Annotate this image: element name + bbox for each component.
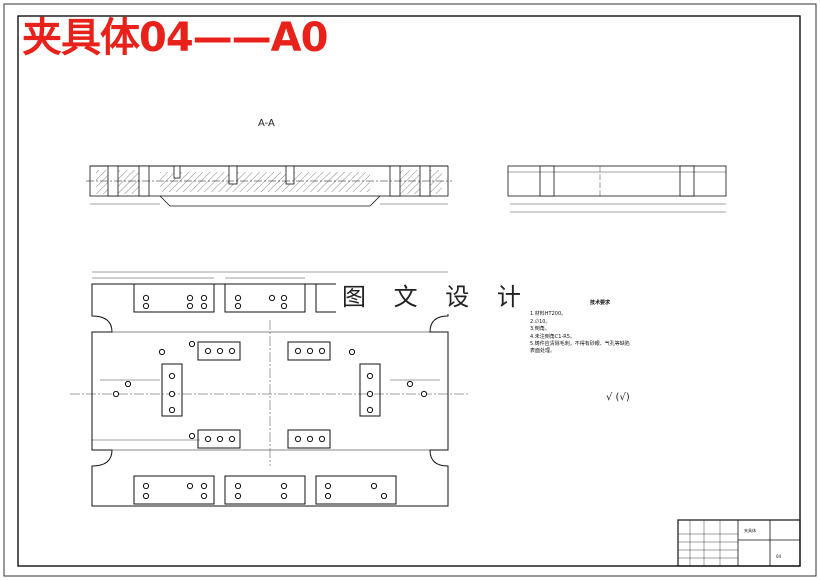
note-item: 2.∅10。 xyxy=(530,318,551,325)
bolt-hole xyxy=(318,435,326,443)
bolt-holes xyxy=(112,294,428,500)
bolt-hole xyxy=(280,492,288,500)
bolt-hole xyxy=(200,294,208,302)
roughness-symbol: √ (√) xyxy=(606,392,630,403)
bolt-hole xyxy=(188,432,196,440)
bolt-hole xyxy=(186,294,194,302)
bolt-hole xyxy=(216,435,224,443)
bolt-hole xyxy=(204,347,212,355)
bolt-hole xyxy=(324,492,332,500)
bolt-hole xyxy=(200,482,208,490)
note-item: 3.倒角。 xyxy=(530,326,550,333)
bolt-hole xyxy=(306,435,314,443)
bolt-hole xyxy=(234,302,242,310)
bolt-hole xyxy=(280,482,288,490)
drawing-title: 夹具体04——A0 xyxy=(22,15,328,61)
technical-notes: 技术要求 1.材料HT200。 2.∅10。 3.倒角。 4.未注倒角C1-R5… xyxy=(530,300,630,356)
bolt-hole xyxy=(200,302,208,310)
section-view-aa xyxy=(86,165,452,207)
bolt-hole xyxy=(228,347,236,355)
plan-view xyxy=(70,271,470,507)
bolt-hole xyxy=(234,492,242,500)
bolt-hole xyxy=(370,482,378,490)
bolt-hole xyxy=(294,435,302,443)
note-item: 4.未注倒角C1-R5。 xyxy=(530,333,575,340)
bolt-hole xyxy=(142,302,150,310)
bolt-hole xyxy=(234,482,242,490)
bolt-hole xyxy=(366,406,374,414)
sheet-outer-border xyxy=(3,3,817,577)
section-label: A-A xyxy=(258,118,275,129)
side-view xyxy=(507,165,727,213)
bolt-hole xyxy=(324,482,332,490)
bolt-hole xyxy=(124,380,132,388)
bolt-hole xyxy=(142,482,150,490)
watermark: 图 文 设 计 xyxy=(336,275,537,314)
bolt-hole xyxy=(112,390,120,398)
bolt-hole xyxy=(188,340,196,348)
bolt-hole xyxy=(168,372,176,380)
bolt-hole xyxy=(142,492,150,500)
sheet-inner-frame xyxy=(17,15,801,567)
bolt-hole xyxy=(380,492,388,500)
bolt-hole xyxy=(228,435,236,443)
title-block-drawing-no: 04 xyxy=(776,554,782,559)
bolt-hole xyxy=(366,390,374,398)
bolt-hole xyxy=(268,294,276,302)
bolt-hole xyxy=(306,347,314,355)
title-block: 夹具体 04 xyxy=(677,519,801,567)
bolt-hole xyxy=(280,302,288,310)
notes-heading: 技术要求 xyxy=(590,300,611,306)
bolt-hole xyxy=(168,406,176,414)
bolt-hole xyxy=(142,294,150,302)
note-tail: 表面处理。 xyxy=(530,348,556,355)
bolt-hole xyxy=(234,294,242,302)
bolt-hole xyxy=(294,347,302,355)
note-item: 1.材料HT200。 xyxy=(530,311,567,318)
bolt-hole xyxy=(420,390,428,398)
bolt-hole xyxy=(406,380,414,388)
bolt-hole xyxy=(200,492,208,500)
bolt-hole xyxy=(168,390,176,398)
note-item: 5.铸件应清除毛刺，不得有砂眼、气孔等缺陷 xyxy=(530,341,630,348)
bolt-hole xyxy=(216,347,224,355)
bolt-hole xyxy=(186,482,194,490)
bolt-hole xyxy=(318,347,326,355)
title-block-part-name: 夹具体 xyxy=(744,527,756,533)
bolt-hole xyxy=(366,372,374,380)
bolt-hole xyxy=(204,435,212,443)
bolt-hole xyxy=(280,294,288,302)
bolt-hole xyxy=(348,348,356,356)
bolt-hole xyxy=(186,302,194,310)
bolt-hole xyxy=(158,348,166,356)
